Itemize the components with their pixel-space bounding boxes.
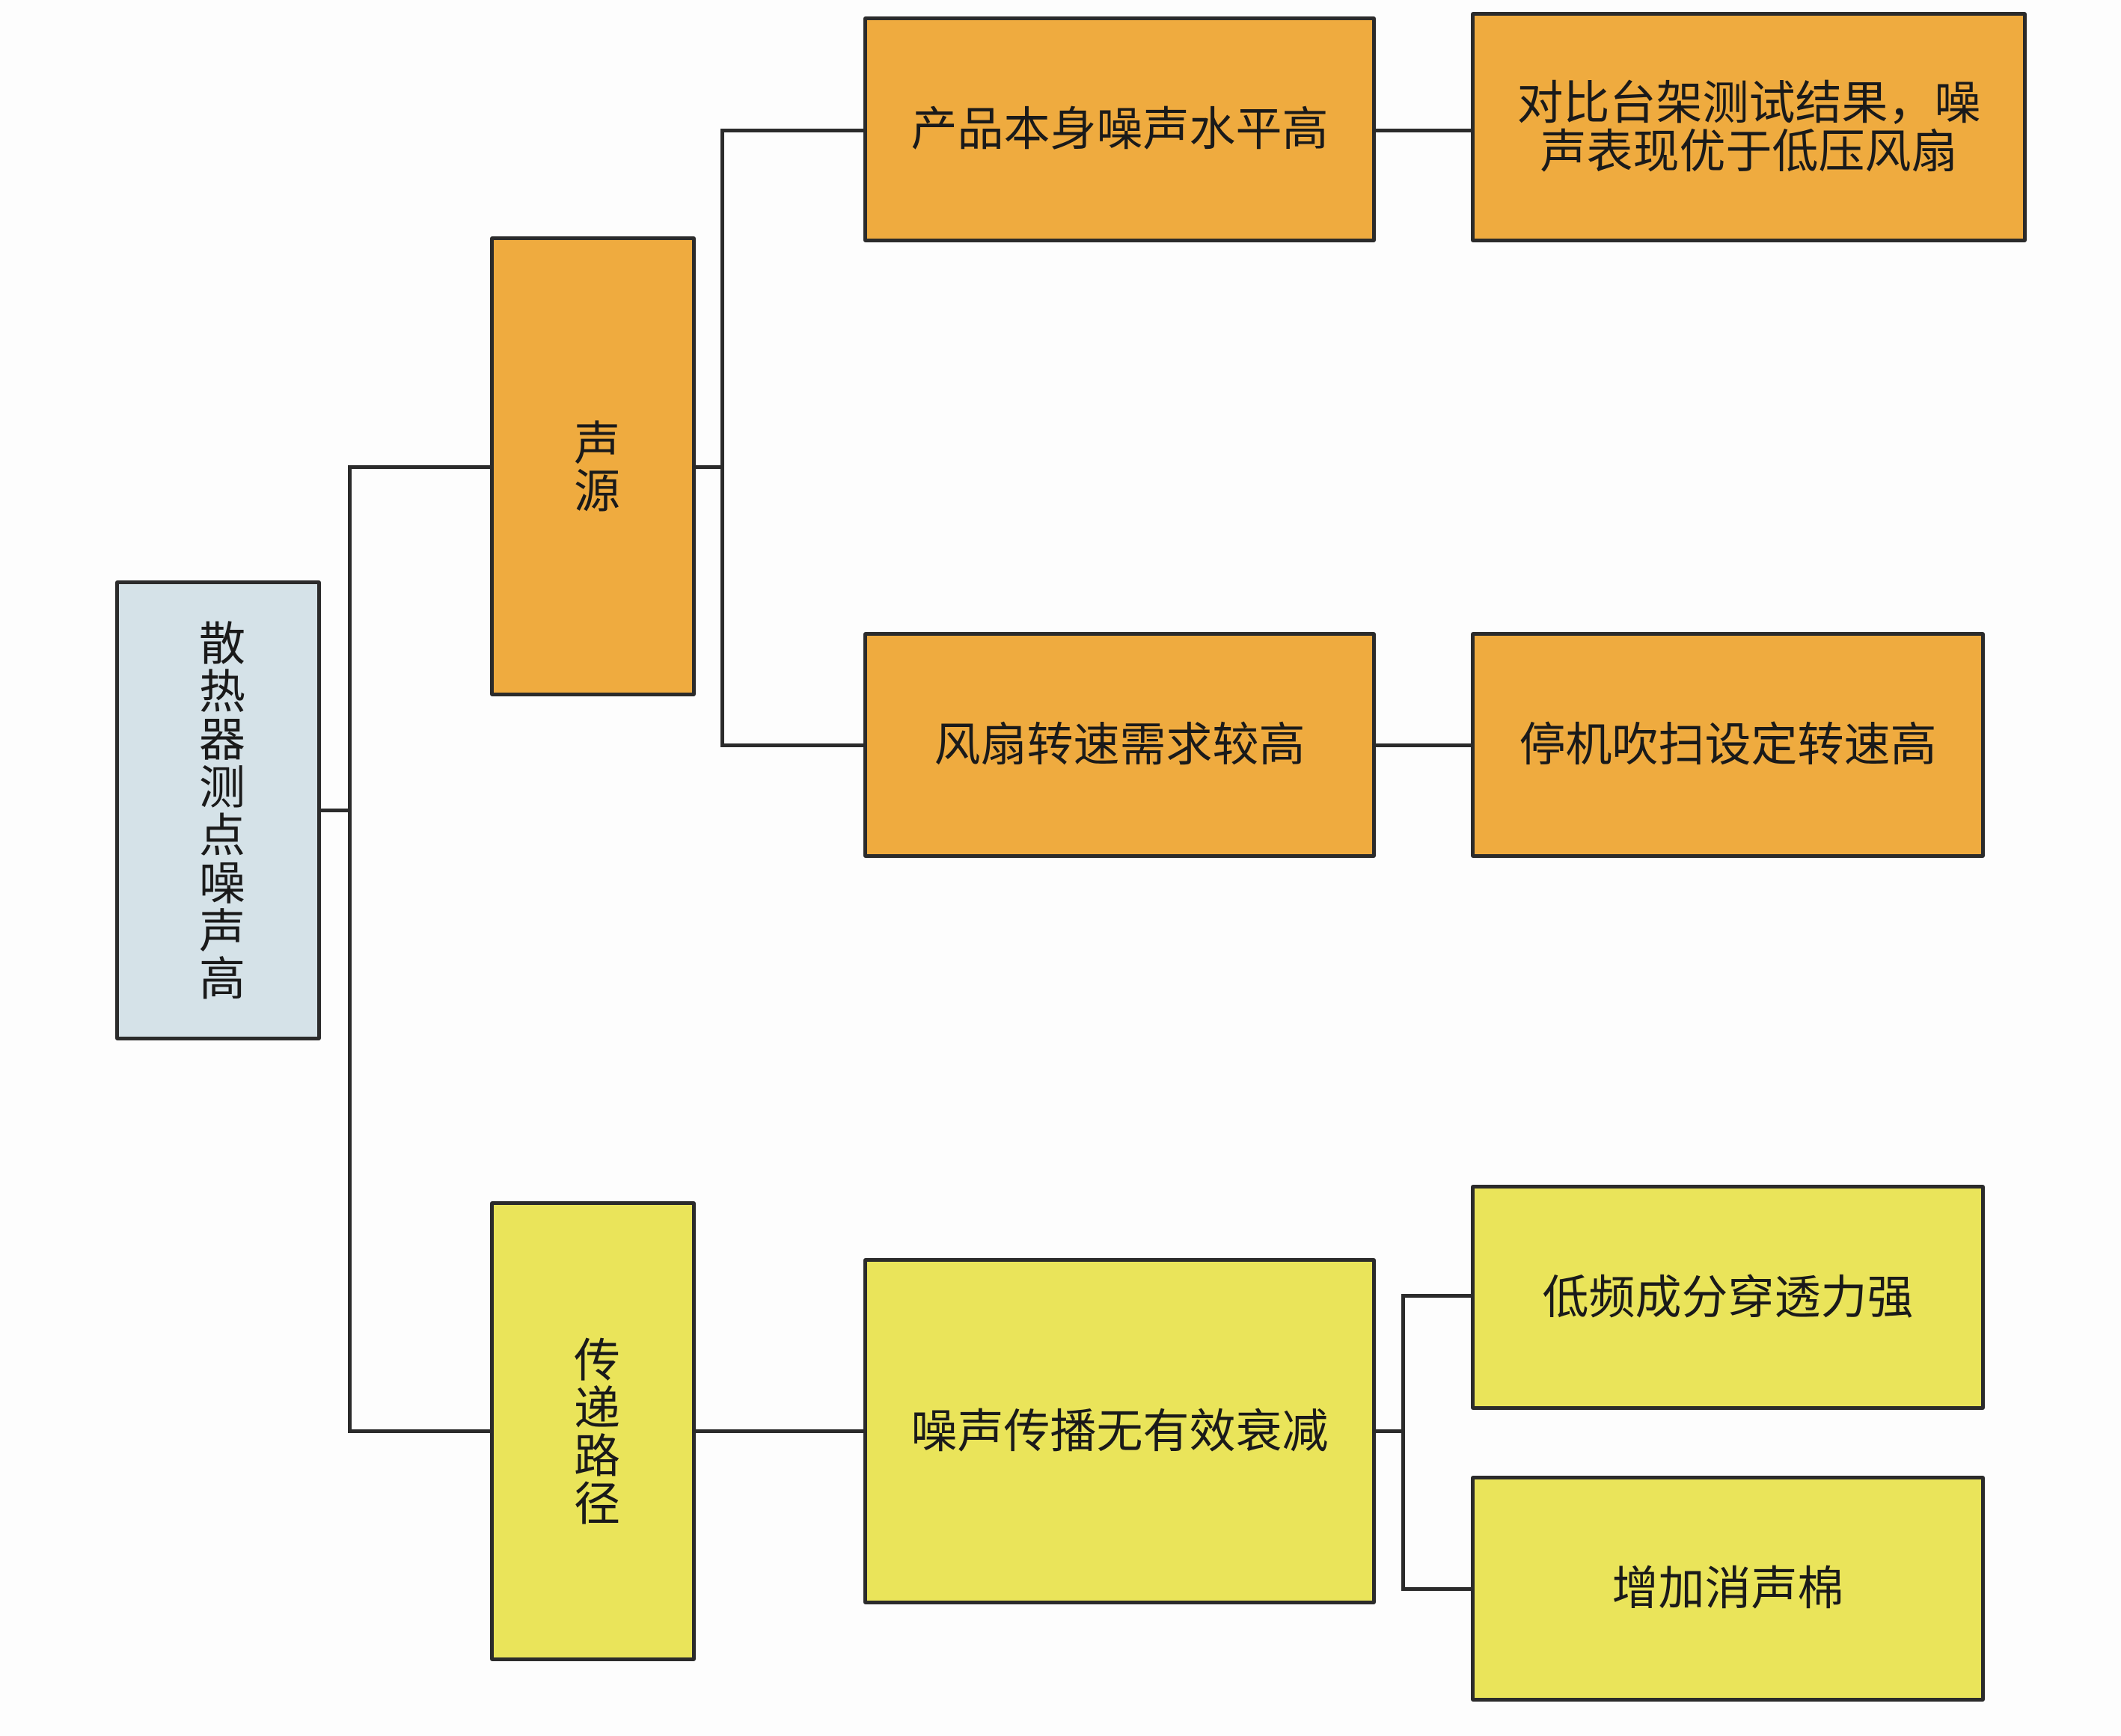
connector <box>1401 1294 1405 1591</box>
connector <box>1374 743 1472 747</box>
root-node: 散热器测点噪声高 <box>115 580 321 1040</box>
cause-product-noise: 产品本身噪声水平高 <box>863 16 1376 242</box>
cause-label: 产品本身噪声水平高 <box>910 102 1329 157</box>
detail-low-frequency: 低频成分穿透力强 <box>1471 1185 1985 1410</box>
branch-sound-source: 声源 <box>490 236 696 696</box>
detail-add-cotton: 增加消声棉 <box>1471 1476 1985 1702</box>
branch-label: 声源 <box>566 418 621 515</box>
connector <box>694 1429 865 1433</box>
cause-fan-speed: 风扇转速需求较高 <box>863 632 1376 858</box>
connector <box>348 1429 492 1433</box>
detail-label: 低频成分穿透力强 <box>1542 1269 1914 1325</box>
connector <box>1374 129 1472 132</box>
connector <box>1401 1294 1472 1298</box>
detail-bench-test: 对比台架测试结果，噪声表现优于低压风扇 <box>1471 12 2027 242</box>
detail-purge-speed: 停机吹扫设定转速高 <box>1471 632 1985 858</box>
connector <box>1374 1429 1404 1433</box>
connector <box>1401 1587 1472 1591</box>
connector <box>321 809 351 812</box>
detail-label: 增加消声棉 <box>1612 1561 1844 1616</box>
branch-transmission-path: 传递路径 <box>490 1201 696 1661</box>
branch-label: 传递路径 <box>566 1335 621 1527</box>
connector <box>348 465 492 469</box>
cause-label: 风扇转速需求较高 <box>934 717 1306 773</box>
cause-no-attenuation: 噪声传播无有效衰减 <box>863 1258 1376 1604</box>
cause-label: 噪声传播无有效衰减 <box>910 1403 1329 1459</box>
connector <box>720 129 724 747</box>
connector <box>694 465 724 469</box>
connector <box>720 129 865 132</box>
connector <box>720 743 865 747</box>
detail-label: 对比台架测试结果，噪声表现优于低压风扇 <box>1516 75 1981 179</box>
connector <box>348 465 352 1433</box>
detail-label: 停机吹扫设定转速高 <box>1519 717 1937 773</box>
root-label: 散热器测点噪声高 <box>191 619 246 1002</box>
